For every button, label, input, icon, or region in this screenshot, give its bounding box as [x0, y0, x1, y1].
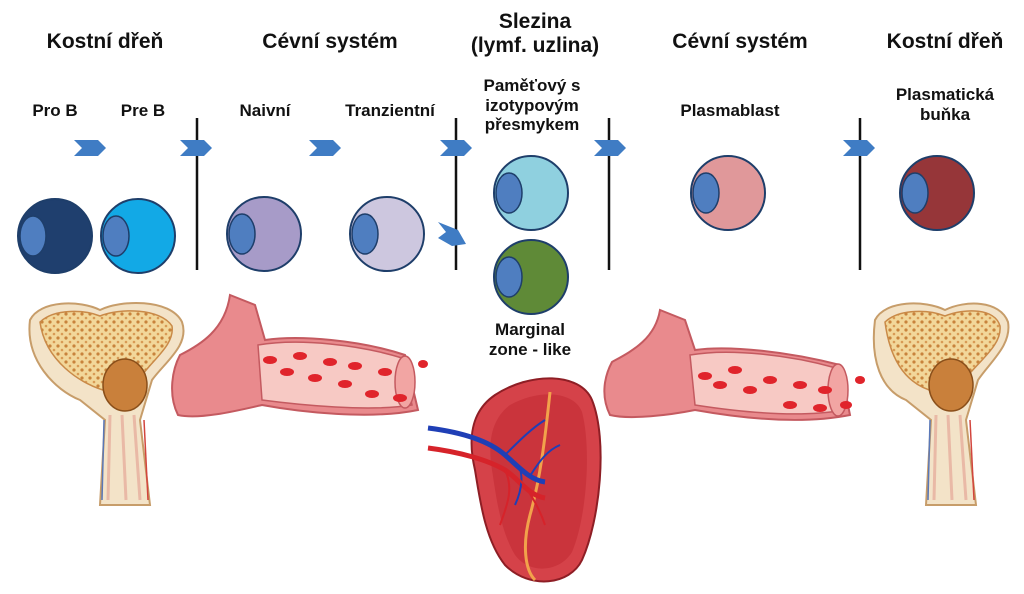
spleen-illustration: [427, 377, 602, 583]
stage-label-memory: Paměťový s izotypovým přesmykem: [462, 76, 602, 135]
stage-label-memory-line1: Paměťový s: [483, 76, 581, 95]
stage-label-memory-line2: izotypovým: [485, 95, 579, 115]
header-spleen-line1: Slezina: [498, 10, 572, 33]
arrow-right-icon: [74, 140, 106, 156]
blood-vessel-illustration-left: [171, 293, 428, 418]
cell-memory: [493, 155, 569, 231]
stage-label-transitional: Tranzientní: [345, 101, 435, 120]
arrow-right-icon: [594, 140, 626, 156]
bone-marrow-illustration-left: [28, 301, 185, 506]
stage-label-naive: Naivní: [239, 101, 291, 120]
stage-label-marginal-line2: zone - like: [488, 339, 572, 359]
stage-label-pre-b: Pre B: [120, 101, 166, 120]
header-spleen: Slezina (lymf. uzlina): [450, 10, 620, 58]
header-bone-marrow-right: Kostní dřeň: [886, 30, 1004, 53]
stage-label-plasma-cell: Plasmatická buňka: [870, 85, 1020, 124]
arrow-right-icon: [309, 140, 341, 156]
cell-transitional: [349, 196, 425, 272]
bone-marrow-illustration-right: [872, 302, 1010, 506]
stage-label-marginal-line1: Marginal: [495, 320, 565, 339]
cell-marginal-zone: [493, 239, 569, 315]
header-spleen-line2: (lymf. uzlina): [470, 34, 600, 58]
arrow-right-icon: [180, 140, 212, 156]
stage-label-plasmablast: Plasmablast: [680, 101, 780, 120]
cell-naive: [226, 196, 302, 272]
stage-label-plasma-line2: buňka: [919, 104, 971, 124]
cell-pro-b: [17, 198, 93, 274]
stage-label-plasma-line1: Plasmatická: [895, 85, 995, 104]
arrow-right-icon: [440, 140, 472, 156]
cell-plasmablast: [690, 155, 766, 231]
arrow-down-right-icon: [438, 222, 466, 246]
header-bone-marrow-left: Kostní dřeň: [46, 30, 164, 53]
header-vascular-left: Cévní systém: [262, 30, 398, 53]
blood-vessel-illustration-right: [603, 308, 865, 421]
arrow-right-icon: [843, 140, 875, 156]
stage-label-marginal-zone: Marginal zone - like: [460, 320, 600, 359]
stage-label-memory-line3: přesmykem: [484, 115, 580, 135]
header-vascular-right: Cévní systém: [672, 30, 808, 53]
cell-plasma: [899, 155, 975, 231]
cell-pre-b: [100, 198, 176, 274]
stage-label-pro-b: Pro B: [32, 101, 78, 120]
